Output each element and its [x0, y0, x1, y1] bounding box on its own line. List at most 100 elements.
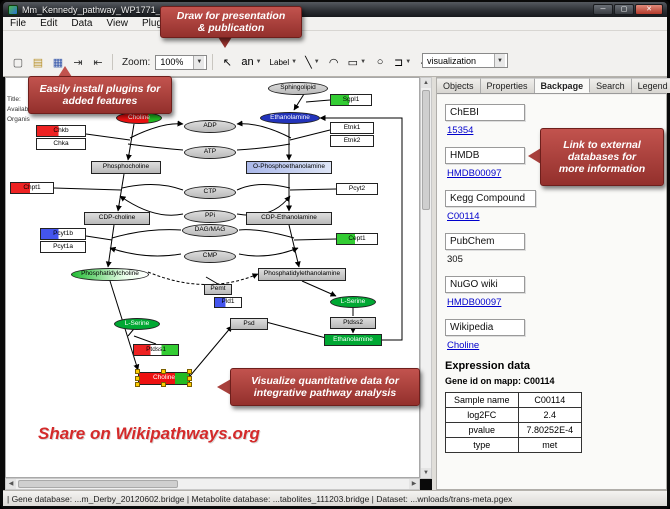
- pathway-node-label: Phosphatidylethanolamine: [263, 270, 341, 278]
- pathway-node-label: Choline: [127, 113, 151, 121]
- pathway-node[interactable]: Psd: [230, 318, 268, 330]
- external-link[interactable]: Choline: [447, 340, 480, 351]
- selection-handle[interactable]: [187, 382, 192, 387]
- arc-tool[interactable]: ◠: [324, 53, 343, 71]
- menu-view[interactable]: View: [106, 18, 128, 29]
- section-header: Kegg Compound: [445, 190, 537, 207]
- open-icon[interactable]: ▤: [29, 53, 47, 71]
- shape-tool[interactable]: ▭▼: [344, 53, 370, 71]
- selection-handle[interactable]: [135, 382, 140, 387]
- horizontal-scrollbar[interactable]: ◀ ▶: [5, 478, 420, 490]
- pathway-node-label: ATP: [203, 148, 217, 156]
- pathway-node[interactable]: Pcyt1a: [40, 241, 86, 253]
- pathway-node[interactable]: ADP: [184, 120, 236, 133]
- pathway-node[interactable]: DAG/MAG: [182, 224, 238, 237]
- tab-legend[interactable]: Legend: [631, 78, 670, 93]
- pathway-node[interactable]: Pld1: [214, 297, 242, 308]
- pathway-node[interactable]: PPi: [184, 210, 236, 223]
- selection-handle[interactable]: [161, 369, 166, 374]
- tab-properties[interactable]: Properties: [480, 78, 535, 93]
- external-link[interactable]: HMDB00097: [447, 297, 502, 308]
- import-icon[interactable]: ⇥: [69, 53, 87, 71]
- table-cell: log2FC: [445, 407, 519, 423]
- pathway-node[interactable]: Chka: [36, 138, 86, 150]
- horizontal-scroll-thumb[interactable]: [18, 480, 178, 488]
- pathway-node[interactable]: Ptdss1: [133, 344, 179, 356]
- pathway-node[interactable]: CDP-Ethanolamine: [246, 212, 332, 225]
- window-title: Mm_Kennedy_pathway_WP1771_45176.gpml: [22, 4, 208, 15]
- pathway-node[interactable]: Ptdss2: [330, 317, 376, 329]
- pathway-node[interactable]: ATP: [184, 146, 236, 159]
- pathway-node[interactable]: L-Serine: [330, 296, 376, 308]
- menu-plugins[interactable]: Plugins: [141, 18, 175, 29]
- pathway-node[interactable]: Chpt1: [10, 182, 54, 194]
- table-cell: pvalue: [445, 422, 519, 438]
- pathway-node[interactable]: Phosphatidylethanolamine: [258, 268, 346, 281]
- pathway-node[interactable]: CMP: [184, 250, 236, 263]
- external-link[interactable]: 15354: [447, 125, 474, 136]
- external-link[interactable]: HMDB00097: [447, 168, 502, 179]
- oval-tool[interactable]: ○: [371, 53, 390, 71]
- scroll-left-icon[interactable]: ◀: [6, 479, 16, 489]
- pathway-node[interactable]: L-Serine: [114, 318, 160, 330]
- scroll-down-icon[interactable]: ▼: [421, 468, 431, 478]
- menu-file[interactable]: File: [10, 18, 27, 29]
- title-bar[interactable]: Mm_Kennedy_pathway_WP1771_45176.gpml ─▢✕: [3, 2, 667, 17]
- visualization-select[interactable]: visualization ▼: [422, 53, 508, 68]
- label-tool[interactable]: Label▼: [266, 53, 301, 71]
- pathway-edge: [293, 93, 305, 111]
- new-icon[interactable]: ▢: [9, 53, 27, 71]
- tab-backpage[interactable]: Backpage: [534, 78, 591, 93]
- pathway-node-label: Ptdss1: [146, 345, 166, 353]
- pathway-node[interactable]: Pemt: [204, 284, 232, 295]
- scroll-up-icon[interactable]: ▲: [421, 78, 431, 88]
- pathway-node[interactable]: CDP-choline: [84, 212, 150, 225]
- vertical-scroll-thumb[interactable]: [422, 90, 430, 210]
- pathway-node[interactable]: Ethanolamine: [324, 334, 382, 346]
- pathway-node[interactable]: Sgpl1: [330, 94, 372, 106]
- minimize-button[interactable]: ─: [593, 4, 613, 15]
- pathway-edge: [105, 224, 115, 268]
- maximize-button[interactable]: ▢: [614, 4, 634, 15]
- pathway-node[interactable]: CTP: [184, 186, 236, 199]
- pathway-node[interactable]: Etnk1: [330, 122, 374, 134]
- connector-tool[interactable]: ⊐▼: [391, 53, 415, 71]
- line-tool[interactable]: ╲▼: [302, 53, 323, 71]
- pathway-node[interactable]: Phosphocholine: [91, 161, 161, 174]
- pathway-node[interactable]: Sphingolipid: [268, 82, 328, 95]
- panel-splitter[interactable]: [432, 77, 436, 490]
- app-icon: [8, 4, 18, 15]
- tab-objects[interactable]: Objects: [437, 78, 481, 93]
- pathway-node-label: Etnk2: [343, 136, 361, 144]
- zoom-select[interactable]: 100%▼: [155, 54, 208, 70]
- tab-search[interactable]: Search: [590, 78, 632, 93]
- menu-edit[interactable]: Edit: [40, 18, 58, 29]
- selection-handle[interactable]: [187, 369, 192, 374]
- pathway-node[interactable]: Phosphatidylcholine: [71, 268, 149, 281]
- pathway-node[interactable]: Pcyt1b: [40, 228, 86, 240]
- pathway-node[interactable]: Pcyt2: [336, 183, 378, 195]
- pathway-node[interactable]: Cept1: [336, 233, 378, 245]
- pathway-node[interactable]: Etnk2: [330, 135, 374, 147]
- selection-handle[interactable]: [135, 375, 140, 381]
- vertical-scrollbar[interactable]: ▲ ▼: [420, 77, 432, 479]
- export-icon[interactable]: ⇤: [89, 53, 107, 71]
- selection-handle[interactable]: [135, 369, 140, 374]
- pathway-edge: [236, 184, 291, 191]
- menu-data[interactable]: Data: [71, 18, 93, 29]
- selection-handle[interactable]: [187, 375, 192, 381]
- datanode-tool[interactable]: an▼: [238, 53, 265, 71]
- pathway-node-label: Ethanolamine: [270, 113, 310, 121]
- pathway-node[interactable]: Ethanolamine: [260, 112, 320, 124]
- scroll-right-icon[interactable]: ▶: [409, 479, 419, 489]
- select-tool[interactable]: ↖: [218, 53, 237, 71]
- selection-handle[interactable]: [161, 382, 166, 387]
- pathway-node[interactable]: O-Phosphoethanolamine: [246, 161, 332, 174]
- pathway-node[interactable]: Chkb: [36, 125, 86, 137]
- oval-tool-glyph: ○: [376, 56, 384, 68]
- close-button[interactable]: ✕: [635, 4, 663, 15]
- external-link[interactable]: C00114: [447, 211, 480, 222]
